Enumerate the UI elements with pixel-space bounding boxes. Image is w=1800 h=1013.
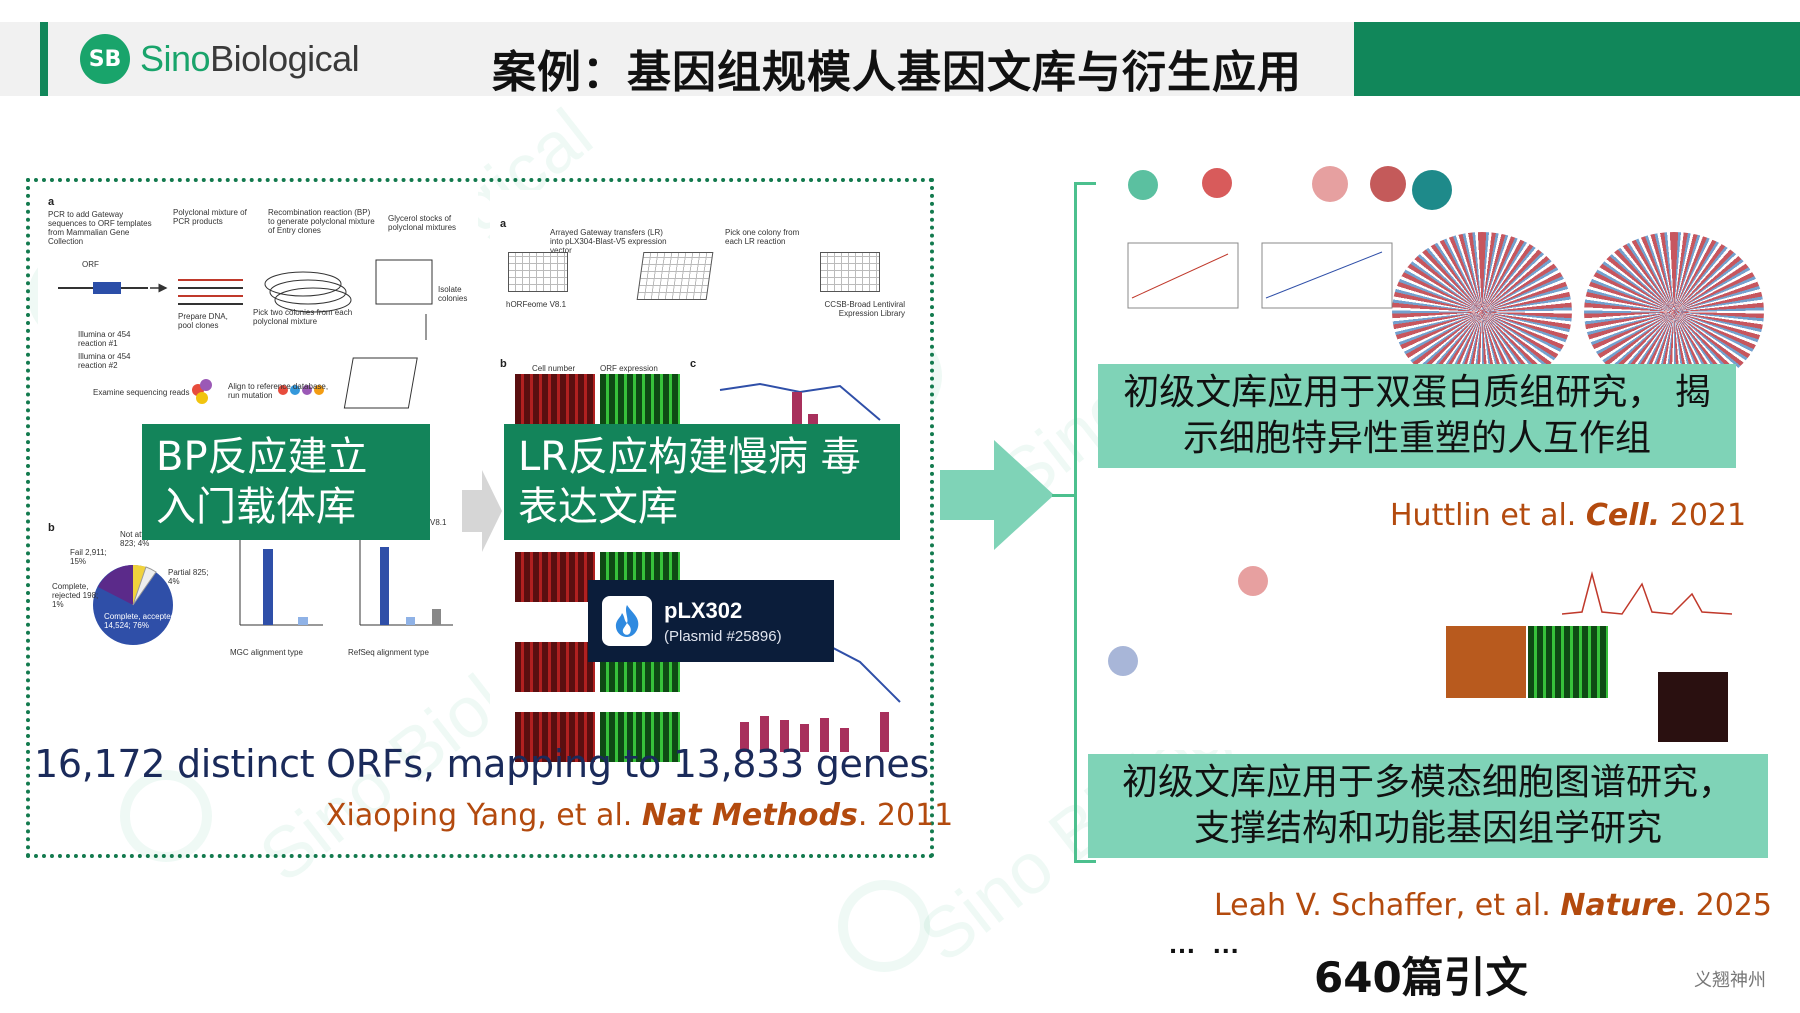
panel-letter: a (48, 196, 55, 208)
network-icon (1202, 168, 1232, 198)
fig-text: Cell number (532, 364, 576, 373)
logo-text: SinoBiological (140, 38, 360, 79)
fig-text: CCSB-Broad Lentiviral Expression Library (824, 300, 905, 318)
figure-library-lower (490, 552, 930, 772)
bracket-line (1074, 182, 1077, 862)
fig-text: Fail 2,911; 15% (70, 548, 107, 566)
heatmap-cell-number (515, 374, 595, 424)
header-accent-bar (40, 22, 48, 96)
orf-caption: 16,172 distinct ORFs, mapping to 13,833 … (34, 742, 929, 786)
pie-chart (93, 564, 173, 645)
network-icon (1412, 170, 1452, 210)
bar-chart-d (359, 540, 453, 626)
orfeome-figure-panel: a PCR to add Gateway sequences to ORF te… (26, 178, 953, 858)
fig-text: Complete, accepted 14,524; 76% (104, 612, 176, 630)
network-icon (1128, 170, 1158, 200)
right-arrow-icon (940, 440, 1054, 550)
heatmap-plate-6-exp (600, 712, 680, 762)
fig-text: Glycerol stocks of polyclonal mixtures (388, 214, 457, 232)
plasmid-card[interactable]: pLX302 (Plasmid #25896) (588, 580, 834, 662)
plate-icon (636, 252, 714, 300)
reference-schaffer: Leah V. Schaffer, et al. Nature. 2025 (1214, 888, 1772, 923)
plasmid-id: (Plasmid #25896) (664, 627, 782, 645)
fig-text: Partial 825; 4% (168, 568, 209, 586)
reference-huttlin: Huttlin et al. Cell. 2021 (1390, 498, 1747, 533)
bar-chart-c (239, 540, 323, 626)
fig-text: ORF expression (600, 364, 658, 373)
fig-text: ORF (82, 260, 99, 269)
bracket-tick (1074, 182, 1096, 185)
header-bar: SB SinoBiological 案例：基因组规模人基因文库与衍生应用 (0, 22, 1800, 98)
heatmap-plate-6 (515, 712, 595, 762)
heatmap-plate-4 (515, 552, 595, 602)
fig-text: PCR to add Gateway sequences to ORF temp… (48, 210, 152, 246)
addgene-flame-icon (602, 596, 652, 646)
fig-text: Pick one colony from each LR reaction (725, 228, 800, 246)
scatter-plot (1127, 242, 1239, 309)
right-arrow-icon (462, 470, 502, 552)
fig-text: Illumina or 454 reaction #2 (78, 352, 131, 370)
page-title: 案例：基因组规模人基因文库与衍生应用 (492, 47, 1302, 98)
plasmid-text: pLX302 (Plasmid #25896) (664, 598, 782, 645)
panel-letter: c (690, 358, 697, 370)
heatmap-orf-expression (600, 374, 680, 424)
scatter-plot (1261, 242, 1393, 309)
cell-icon (1108, 646, 1138, 676)
fig-text: RefSeq alignment type (348, 648, 429, 657)
fig-text: Arrayed Gateway transfers (LR) into pLX3… (550, 228, 667, 255)
reference-yang: Xiaoping Yang, et al. Nat Methods. 2011 (326, 798, 954, 833)
microscopy-image (1446, 626, 1526, 698)
label-bp-reaction: BP反应建立 入门载体库 (142, 424, 430, 540)
figure-cell-map (1078, 560, 1778, 750)
network-icon (1370, 166, 1406, 202)
panel-letter: a (500, 218, 507, 230)
citation-count: 640篇引文 (1314, 953, 1528, 1002)
plasmid-name: pLX302 (664, 597, 743, 623)
fig-text: Illumina or 454 reaction #1 (78, 330, 131, 348)
microscopy-image (1528, 626, 1608, 698)
plate-icon (820, 252, 880, 292)
fig-text: Recombination reaction (BP) to generate … (268, 208, 375, 235)
label-cell-map-study: 初级文库应用于多模态细胞图谱研究， 支撑结构和功能基因组学研究 (1088, 754, 1768, 858)
microscopy-image (1658, 672, 1728, 742)
logo-badge-icon: SB (80, 34, 130, 84)
fig-text: Examine sequencing reads (93, 388, 190, 397)
fig-text: Pick two colonies from each polyclonal m… (253, 308, 353, 326)
plate-icon (508, 252, 568, 292)
label-biplex-study: 初级文库应用于双蛋白质组研究， 揭示细胞特异性重塑的人互作组 (1098, 364, 1736, 468)
cell-icon (1238, 566, 1268, 596)
sino-biological-logo: SB SinoBiological (80, 34, 360, 84)
network-icon (1312, 166, 1348, 202)
fig-text: Complete, rejected 198; 1% (52, 582, 99, 609)
spectrum-plot (1562, 571, 1733, 615)
fig-text: Align to reference database, run mutatio… (228, 382, 329, 400)
fig-text: hORFeome V8.1 (506, 300, 567, 309)
pipeline-diagram (58, 259, 433, 409)
panel-letter: b (500, 358, 507, 370)
fig-text: Isolate colonies (438, 285, 468, 303)
fig-text: Polyclonal mixture of PCR products (173, 208, 247, 226)
header-green-block (1354, 22, 1800, 96)
panel-letter: b (48, 522, 55, 534)
bracket-tick (1052, 494, 1074, 497)
bracket-tick (1074, 860, 1096, 863)
label-lr-reaction: LR反应构建慢病 毒表达文库 (504, 424, 900, 540)
ellipsis: … … (1168, 928, 1244, 959)
watermark-badge (838, 880, 930, 972)
footer-watermark: 义翘神州 (1694, 970, 1766, 991)
fig-text: Prepare DNA, pool clones (178, 312, 228, 330)
fig-text: MGC alignment type (230, 648, 303, 657)
heatmap-plate-5 (515, 642, 595, 692)
fig-text: V8.1 (430, 518, 447, 527)
